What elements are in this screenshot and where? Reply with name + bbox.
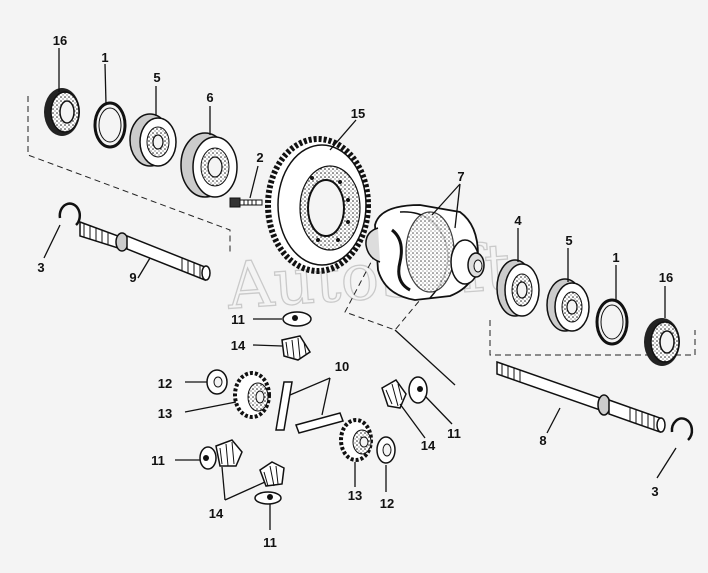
- drive-shaft-8: [496, 360, 666, 434]
- snap-ring-left: [58, 202, 82, 226]
- callout-15: 15: [351, 106, 365, 121]
- thrust-washer-left: [199, 446, 217, 470]
- callout-12-right: 12: [380, 496, 394, 511]
- planet-pinion-bottom: [259, 461, 285, 487]
- callout-12-left: 12: [158, 376, 172, 391]
- washer-12-right: [376, 436, 396, 464]
- callout-labels: 16 1 5 6 15 2 7 3 9 4 5 1 16 11 14 10 12…: [37, 33, 673, 550]
- oil-seal-left: [44, 88, 80, 136]
- callout-5-right: 5: [565, 233, 572, 248]
- callout-16-right: 16: [659, 270, 673, 285]
- cross-shafts-10: [275, 381, 344, 434]
- callout-11-right: 11: [447, 426, 461, 441]
- thrust-washer-right: [408, 376, 428, 404]
- side-gear-13-left: [233, 371, 271, 419]
- circlip-left: [93, 101, 127, 149]
- callout-1-left: 1: [101, 50, 108, 65]
- callout-8: 8: [539, 433, 546, 448]
- oil-seal-right: [644, 318, 680, 366]
- axis-leader: [394, 329, 456, 386]
- washer-12-left: [206, 369, 228, 395]
- callout-1-right: 1: [612, 250, 619, 265]
- callout-11-bottom: 11: [263, 535, 277, 550]
- callout-11-top: 11: [231, 312, 245, 327]
- callout-14-top: 14: [231, 338, 246, 353]
- callout-2: 2: [256, 150, 263, 165]
- callout-7: 7: [457, 169, 464, 184]
- callout-5-left: 5: [153, 70, 160, 85]
- callout-13-left: 13: [158, 406, 172, 421]
- planet-pinion-right: [381, 379, 407, 409]
- bolt-2: [229, 197, 263, 208]
- callout-14-bottom: 14: [209, 506, 224, 521]
- planet-pinion-left: [215, 439, 243, 467]
- drive-shaft-9: [79, 220, 211, 282]
- callout-10: 10: [335, 359, 349, 374]
- bearing-4: [496, 259, 540, 317]
- callout-4: 4: [514, 213, 522, 228]
- callout-6: 6: [206, 90, 213, 105]
- thrust-washer-bottom: [254, 491, 282, 505]
- differential-housing-7: [365, 204, 485, 301]
- thrust-washer-top: [282, 311, 312, 327]
- callout-16-left: 16: [53, 33, 67, 48]
- callout-3-right: 3: [651, 484, 658, 499]
- callout-11-left: 11: [151, 453, 165, 468]
- leader-lines: [43, 48, 677, 530]
- bearing-5-left: [129, 113, 177, 167]
- side-gear-13-right: [339, 418, 373, 462]
- callout-9: 9: [129, 270, 136, 285]
- callout-13-right: 13: [348, 488, 362, 503]
- bearing-5-right: [546, 278, 590, 332]
- snap-ring-right: [670, 417, 694, 441]
- callout-3-left: 3: [37, 260, 44, 275]
- planet-pinion-top: [281, 335, 312, 361]
- ring-gear-15: [265, 136, 371, 274]
- circlip-right: [595, 298, 629, 346]
- callout-14-right: 14: [421, 438, 436, 453]
- bearing-6: [180, 132, 238, 198]
- assembly-guide-lines: [27, 96, 696, 356]
